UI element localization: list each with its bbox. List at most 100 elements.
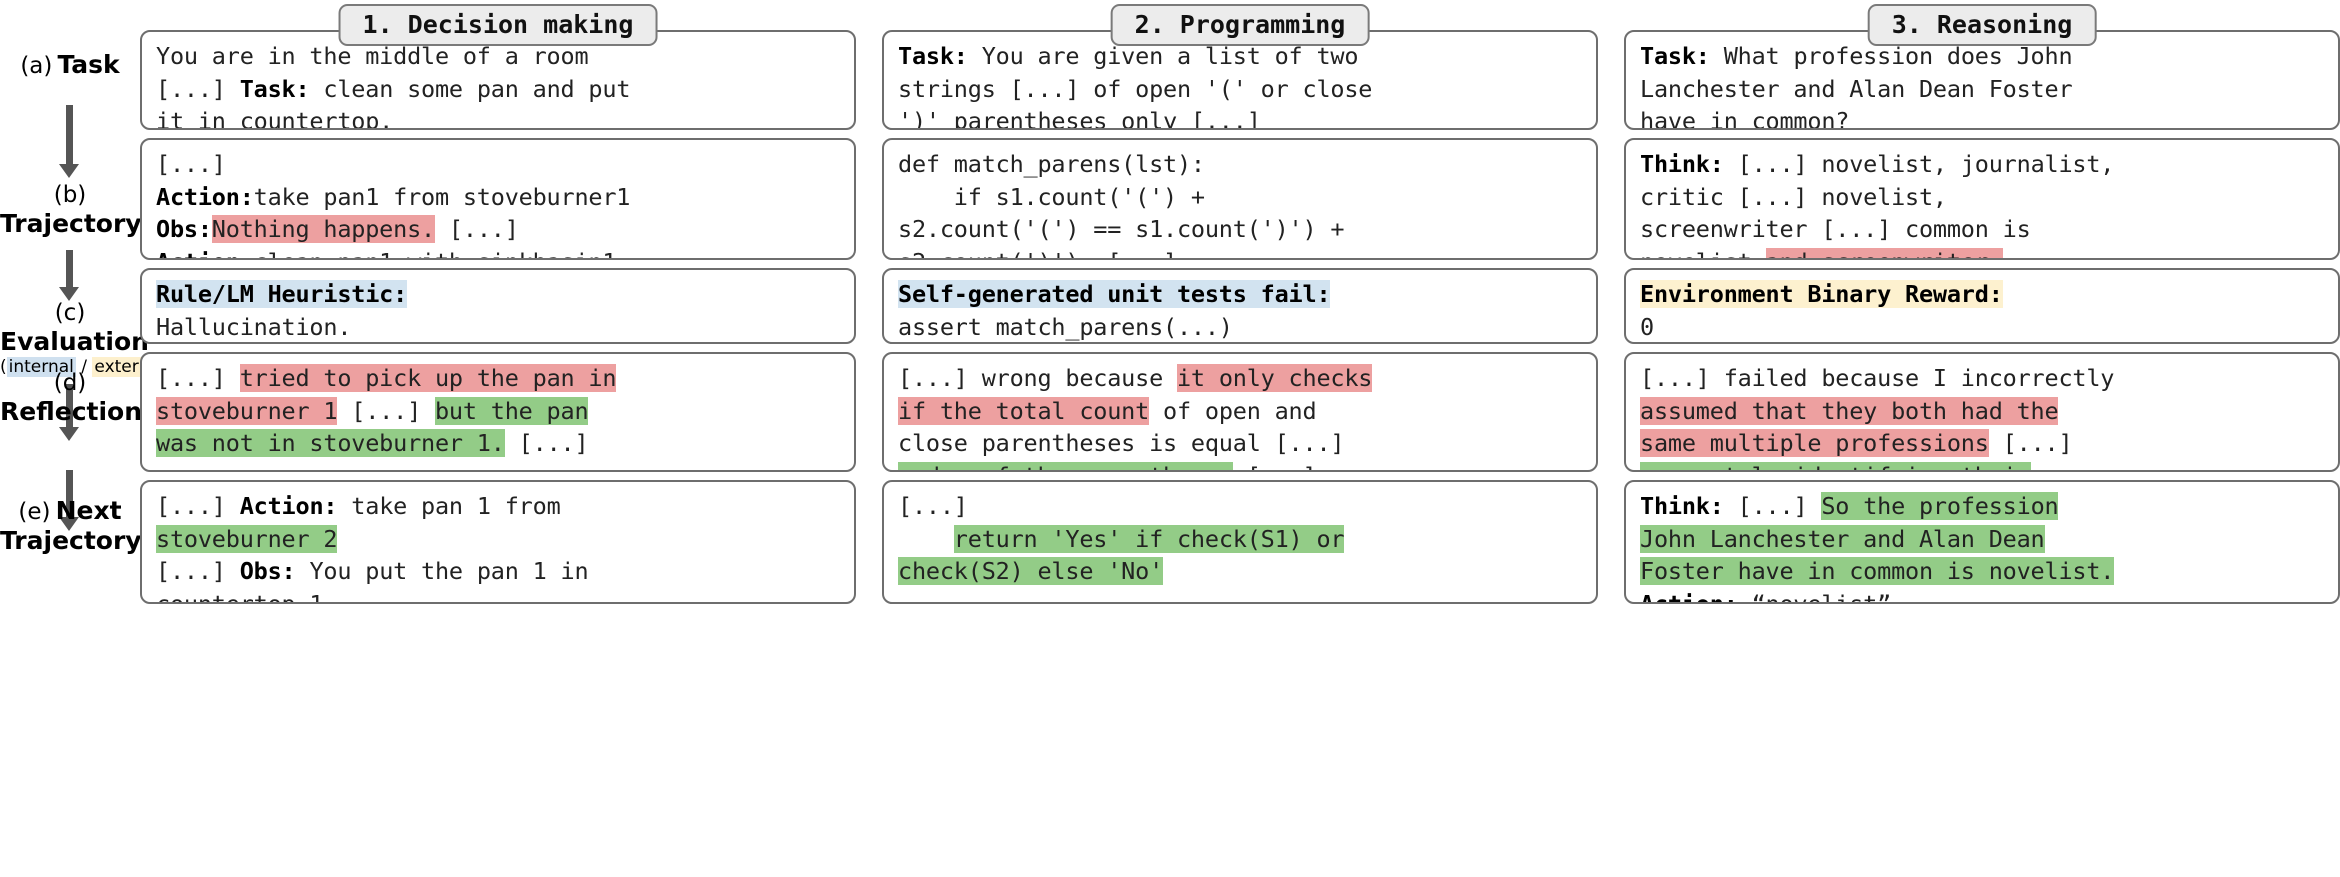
text-span: Action:: [156, 182, 254, 211]
stage-tag-a: (a): [20, 53, 53, 79]
evaluation-box-2: Self-generated unit tests fail: assert ma…: [882, 268, 1598, 344]
text-span: Action:: [239, 492, 338, 520]
highlighted-text-green: So the profession: [1821, 492, 2059, 520]
text-span: [...]: [156, 364, 240, 392]
arrow-task-to-trajectory: [59, 105, 79, 178]
column-header-1: 1. Decision making: [338, 4, 658, 46]
trajectory-box-3: Think: [...] novelist, journalist,critic…: [1624, 138, 2340, 260]
stage-title-evaluation: Evaluation: [0, 327, 149, 356]
text-line: s2.count(')'): [...]: [898, 246, 1584, 259]
stage-title-trajectory: Trajectory: [0, 209, 142, 238]
highlighted-text-red: stoveburner 1: [156, 396, 338, 425]
highlighted-text-red: same multiple professions: [1640, 429, 1989, 457]
text-line: Hallucination.: [156, 311, 842, 343]
text-span: 0: [1640, 312, 1654, 341]
text-line: accurately identifying their: [1640, 460, 2326, 470]
stage-label-trajectory: (b) Trajectory: [0, 182, 142, 238]
text-line: Foster have in common is novelist.: [1640, 555, 2326, 588]
text-span: [...]: [1233, 462, 1317, 471]
text-line: [...] Obs: You put the pan 1 in: [156, 555, 842, 588]
column-header-2: 2. Programming: [1110, 4, 1370, 46]
text-line: check(S2) else 'No': [898, 555, 1584, 588]
text-line: assumed that they both had the: [1640, 395, 2326, 428]
stage-label-next-trajectory: (e) Next Trajectory: [0, 496, 142, 555]
arrow-trajectory-to-evaluation: [59, 250, 79, 301]
paren-open: (: [0, 357, 7, 377]
trajectory-box-2: def match_parens(lst): if s1.count('(') …: [882, 138, 1598, 260]
text-span: of open and: [1149, 396, 1317, 425]
text-span: assert match_parens(...): [898, 312, 1233, 341]
task-box-2: Task: You are given a list of two strings…: [882, 30, 1598, 130]
next-trajectory-box-1: [...] Action: take pan 1 from stoveburner…: [140, 480, 856, 604]
text-span: [...]: [434, 215, 519, 243]
text-span: take pan 1 from: [337, 492, 561, 520]
text-line: assert match_parens(...): [898, 311, 1584, 343]
text-span: [...]: [156, 492, 240, 520]
text-line: s2.count('(') == s1.count(')') +: [898, 213, 1584, 246]
text-span: You are in the middle of a room: [156, 42, 589, 70]
text-span: countertop 1.: [156, 589, 338, 604]
highlighted-text-green: check(S2) else 'No': [898, 557, 1164, 585]
arrow-evaluation-to-reflection: [59, 384, 79, 441]
text-line: You are in the middle of a room: [156, 40, 842, 73]
text-span: [898, 525, 954, 553]
highlighted-text-green: stoveburner 2: [156, 524, 338, 553]
text-span: ')' parentheses only [...]: [898, 107, 1261, 130]
stage-tag-b: (b): [53, 182, 87, 208]
text-line: Think: [...] novelist, journalist,: [1640, 148, 2326, 181]
highlighted-text-blue: Rule/LM Heuristic:: [156, 280, 408, 308]
text-span: critic [...] novelist,: [1640, 182, 1947, 211]
text-line: Lanchester and Alan Dean Foster: [1640, 73, 2326, 106]
highlighted-text-green: John Lanchester and Alan Dean: [1640, 524, 2045, 553]
text-span: clean some pan and put: [309, 74, 631, 103]
text-line: ')' parentheses only [...]: [898, 105, 1584, 130]
text-line: Task: What profession does John: [1640, 40, 2326, 73]
text-span: You are given a list of two: [967, 42, 1359, 70]
stage-tag-e: (e): [18, 499, 51, 525]
text-span: s2.count('(') == s1.count(')') +: [898, 215, 1345, 243]
column-header-3: 3. Reasoning: [1867, 4, 2097, 46]
evaluation-box-1: Rule/LM Heuristic: Hallucination.: [140, 268, 856, 344]
text-line: was not in stoveburner 1. [...]: [156, 427, 842, 460]
text-span: Hallucination.: [156, 312, 352, 341]
text-span: [...]: [156, 150, 226, 178]
stage-title-task: Task: [57, 50, 120, 79]
text-line: [...] failed because I incorrectly: [1640, 362, 2326, 395]
text-span: Think:: [1640, 492, 1724, 520]
text-line: 0: [1640, 311, 2326, 343]
stage-tag-d: (d): [53, 370, 87, 396]
text-line: John Lanchester and Alan Dean: [1640, 523, 2326, 556]
text-line: [...]: [156, 148, 842, 181]
highlighted-text-red: Nothing happens.: [211, 215, 435, 243]
highlighted-text-red: tried to pick up the pan in: [239, 364, 617, 392]
text-line: strings [...] of open '(' or close: [898, 73, 1584, 106]
highlighted-text-blue: Self-generated unit tests fail:: [898, 280, 1331, 308]
text-span: What profession does John: [1709, 42, 2073, 70]
text-line: if the total count of open and: [898, 395, 1584, 428]
text-span: have in common?: [1640, 107, 1850, 130]
text-span: Task:: [898, 42, 968, 70]
evaluation-box-3: Environment Binary Reward:0: [1624, 268, 2340, 344]
text-span: [...]: [1988, 429, 2073, 457]
text-span: s2.count(')'): [...]: [898, 248, 1177, 259]
arrow-reflection-to-next: [59, 470, 79, 531]
text-span: if s1.count('(') +: [898, 182, 1205, 211]
highlighted-text-green: Foster have in common is novelist.: [1640, 557, 2115, 585]
text-span: novelist: [1640, 248, 1766, 259]
text-line: novelist and screenwriter.: [1640, 246, 2326, 259]
column-decision-making: 1. Decision making You are in the middle…: [140, 0, 856, 877]
text-line: Rule/LM Heuristic:: [156, 278, 842, 311]
column-reasoning: 3. Reasoning Task: What profession does …: [1624, 0, 2340, 877]
text-span: [...]: [337, 396, 435, 425]
text-line: Think: [...] So the profession: [1640, 490, 2326, 523]
text-line: stoveburner 1 [...] but the pan: [156, 395, 842, 428]
text-span: [...] novelist, journalist,: [1723, 150, 2115, 178]
text-line: [...] tried to pick up the pan in: [156, 362, 842, 395]
text-line: [...]: [898, 490, 1584, 523]
text-span: Think:: [1640, 150, 1724, 178]
text-span: [...]: [898, 492, 968, 520]
